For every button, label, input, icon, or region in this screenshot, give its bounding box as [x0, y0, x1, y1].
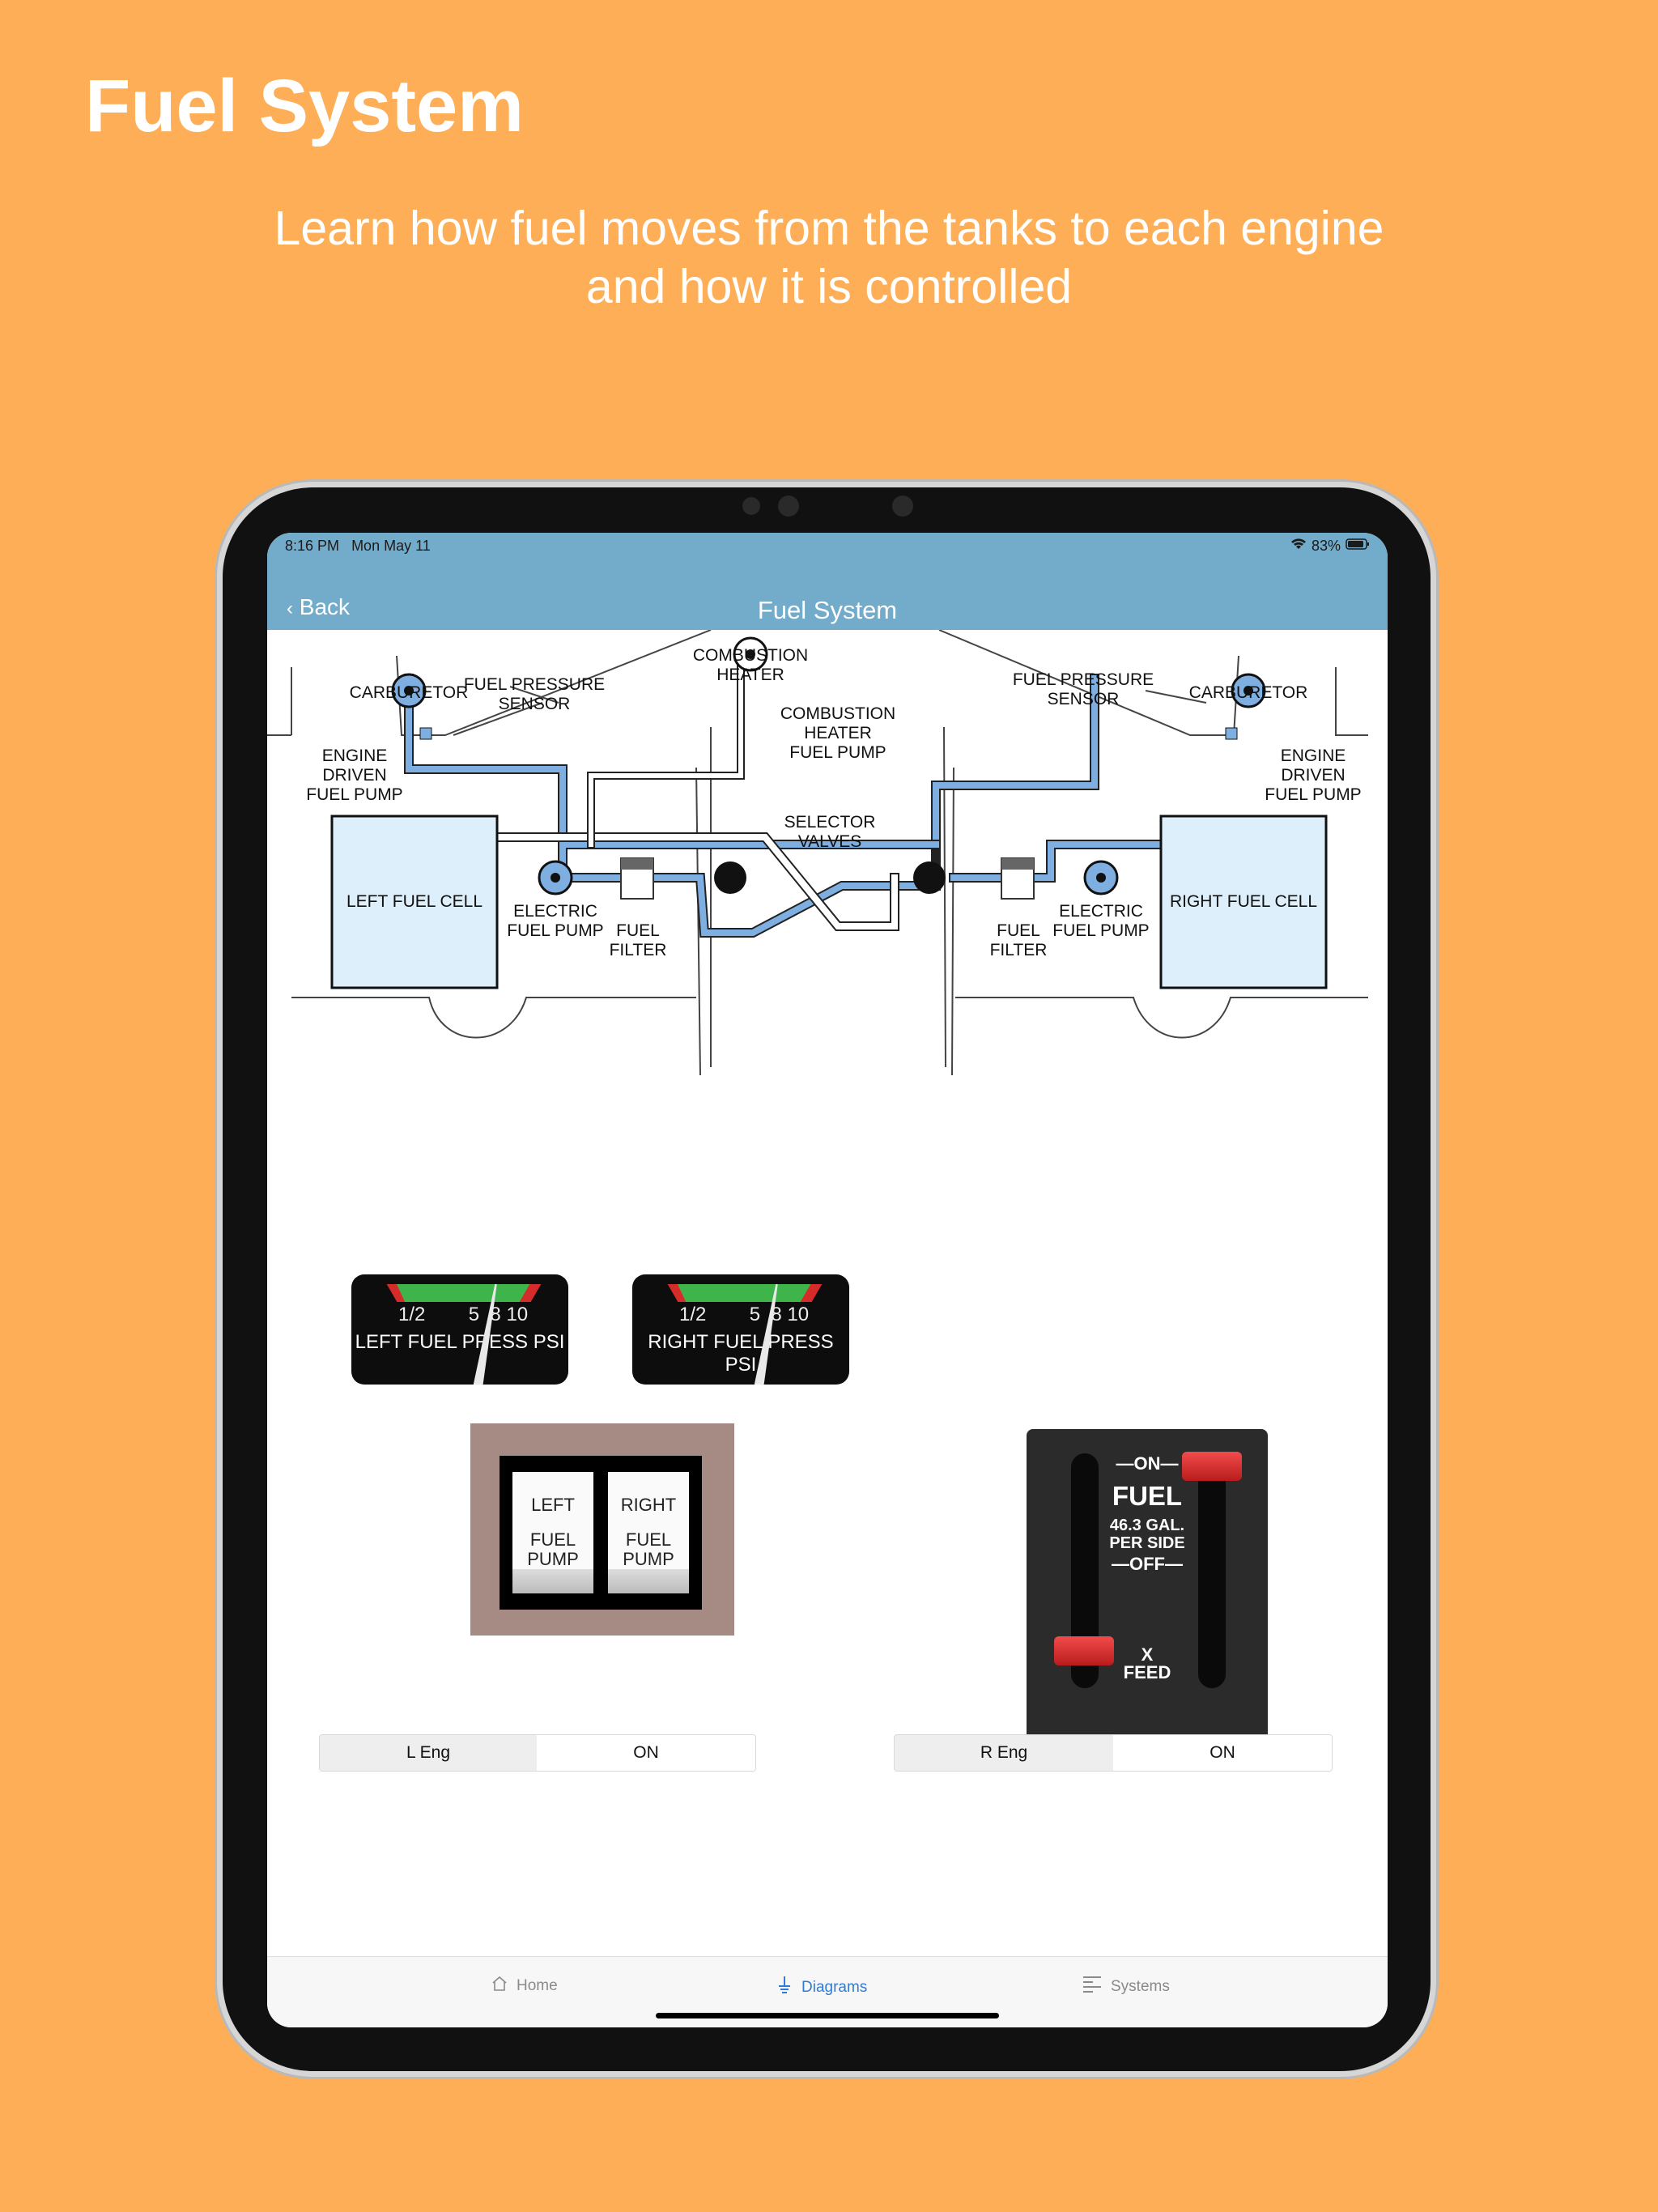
fuel-capacity: 46.3 GAL.PER SIDE — [1109, 1516, 1185, 1552]
right-selector-track — [1198, 1453, 1226, 1688]
right-engine-value[interactable]: ON — [1113, 1735, 1332, 1771]
home-icon — [491, 1975, 508, 1997]
tab-diagrams[interactable]: Diagrams — [776, 1975, 867, 2001]
selector-valves — [714, 861, 946, 894]
left-gauge-name: LEFT FUEL PRESS PSI — [355, 1331, 565, 1353]
left-engine-control[interactable]: L Eng ON — [319, 1734, 756, 1772]
battery-icon — [1346, 538, 1370, 555]
chevron-left-icon: ‹ — [287, 598, 293, 619]
right-selector-handle[interactable] — [1182, 1452, 1242, 1481]
label-carburetor-right: CARBURETOR — [1188, 683, 1308, 702]
label-carburetor-left: CARBURETOR — [349, 683, 469, 702]
fuel-on-label: —ON— — [1116, 1453, 1179, 1474]
right-engine-label[interactable]: R Eng — [895, 1735, 1113, 1771]
status-indicators: 83% — [1290, 538, 1370, 555]
label-left-fuel-cell: LEFT FUEL CELL — [346, 892, 483, 911]
back-button[interactable]: ‹ Back — [287, 594, 350, 620]
left-engine-value[interactable]: ON — [537, 1735, 755, 1771]
left-engine-label[interactable]: L Eng — [320, 1735, 537, 1771]
promo-title: Fuel System — [85, 65, 524, 147]
right-fuel-press-gauge: 1/2 5 8 10 RIGHT FUEL PRESS PSI — [632, 1274, 849, 1385]
tab-home[interactable]: Home — [491, 1975, 558, 1997]
right-fuel-cell — [1159, 815, 1328, 989]
left-fuel-cell — [330, 815, 499, 989]
home-indicator — [656, 2013, 999, 2018]
promo-subtitle: Learn how fuel moves from the tanks to e… — [0, 199, 1658, 316]
pressure-sensors — [419, 727, 1238, 740]
camera-sensor — [892, 496, 913, 517]
gauge-ticks: 1/2 5 8 10 — [398, 1304, 529, 1325]
diagrams-icon — [776, 1975, 793, 2001]
promo-subtitle-line1: Learn how fuel moves from the tanks to e… — [274, 202, 1384, 255]
pumps — [391, 636, 1266, 895]
right-gauge-name: RIGHT FUEL PRESS PSI — [648, 1331, 834, 1376]
left-selector-handle[interactable] — [1054, 1636, 1114, 1665]
fuel-filters — [620, 857, 1035, 900]
fuel-off-label: —OFF— — [1112, 1554, 1183, 1574]
nav-title: Fuel System — [757, 596, 898, 624]
camera-lens — [778, 496, 799, 517]
systems-icon — [1082, 1975, 1103, 1999]
label-right-fuel-cell: RIGHT FUEL CELL — [1169, 892, 1318, 911]
status-time: 8:16 PM Mon May 11 — [285, 538, 431, 554]
app-screen: 8:16 PM Mon May 11 83% ‹ Back Fuel Syste… — [267, 533, 1388, 2027]
fuel-title: FUEL — [1112, 1481, 1183, 1511]
gauge-ticks: 1/2 5 8 10 — [679, 1304, 810, 1325]
back-label: Back — [299, 594, 351, 619]
fuel-system-diagram — [267, 630, 1368, 1076]
camera-dot — [742, 497, 760, 515]
left-fuel-press-gauge: 1/2 5 8 10 LEFT FUEL PRESS PSI — [351, 1274, 568, 1385]
right-engine-control[interactable]: R Eng ON — [894, 1734, 1333, 1772]
navigation-bar: 8:16 PM Mon May 11 83% ‹ Back Fuel Syste… — [267, 533, 1388, 630]
promo-subtitle-line2: and how it is controlled — [585, 260, 1073, 313]
tab-systems[interactable]: Systems — [1082, 1975, 1170, 1999]
wifi-icon — [1290, 538, 1307, 555]
battery-percent: 83% — [1311, 538, 1341, 554]
